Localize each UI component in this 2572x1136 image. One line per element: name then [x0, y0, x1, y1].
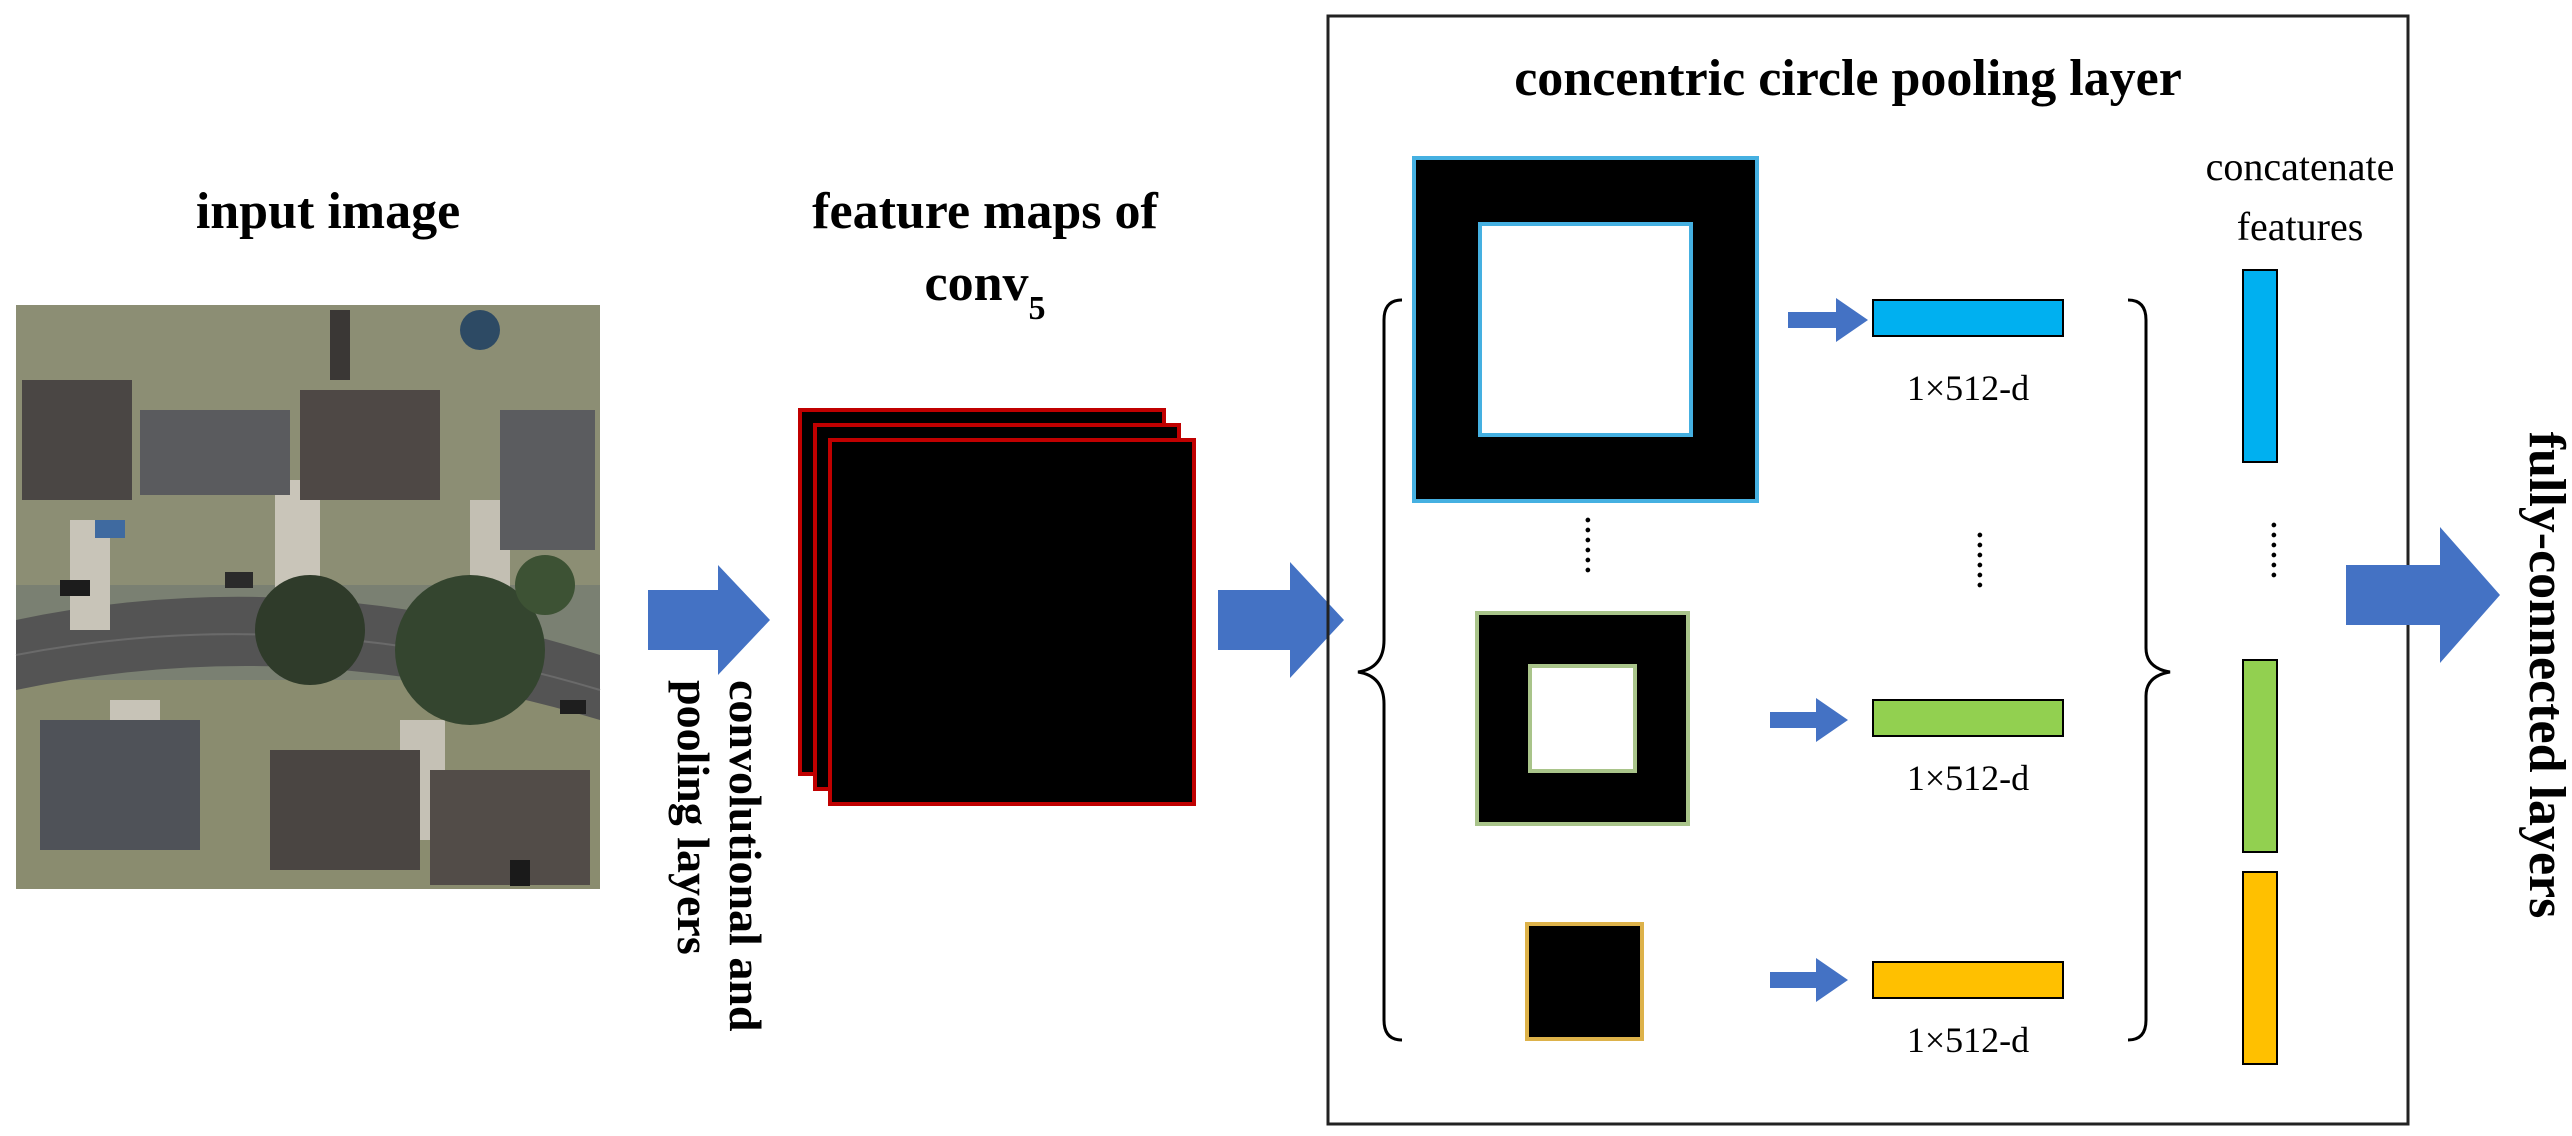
input-image-title: input image — [196, 183, 460, 240]
concat-label-line2: features — [2237, 204, 2364, 249]
svg-text:convolutional and: convolutional and — [720, 680, 771, 1032]
feature-maps-conv-label: conv5 — [925, 255, 1046, 327]
right-bracket — [2127, 298, 2171, 1042]
svg-text:pooling layers: pooling layers — [668, 680, 719, 955]
pooling-square-small — [1525, 922, 1644, 1041]
arrow-right-icon — [1770, 958, 1848, 1002]
vertical-dots-concat: ...... — [2263, 520, 2308, 580]
vector-gold — [1872, 961, 2064, 999]
concat-segment-blue — [2242, 269, 2278, 463]
conv-pooling-label: convolutional and pooling layers — [668, 680, 771, 1032]
vector-label-green: 1×512-d — [1907, 758, 2029, 798]
vector-label-blue: 1×512-d — [1907, 368, 2029, 408]
arrow-right-icon — [1788, 298, 1868, 342]
feature-maps-title: feature maps of — [812, 183, 1158, 240]
arrow-right-icon — [1218, 562, 1344, 678]
pooling-square-medium — [1475, 611, 1690, 826]
feature-map-stack — [798, 408, 1196, 806]
vector-green — [1872, 699, 2064, 737]
satellite-image — [15, 305, 601, 889]
concat-segment-green — [2242, 659, 2278, 853]
concat-label-line1: concatenate — [2206, 144, 2395, 189]
arrow-right-icon — [648, 565, 770, 675]
arrow-right-icon — [1770, 698, 1848, 742]
arrow-right-icon — [2346, 527, 2500, 663]
vertical-dots-vectors: ...... — [1969, 530, 2014, 590]
pooling-square-large — [1412, 156, 1759, 503]
left-bracket — [1357, 298, 1403, 1042]
concat-segment-gold — [2242, 871, 2278, 1065]
vertical-dots-squares: ...... — [1577, 515, 1622, 575]
vector-blue — [1872, 299, 2064, 337]
fc-layers-label: fully-connected layers — [2518, 432, 2572, 919]
pooling-title: concentric circle pooling layer — [1514, 50, 2182, 107]
vector-label-gold: 1×512-d — [1907, 1020, 2029, 1060]
